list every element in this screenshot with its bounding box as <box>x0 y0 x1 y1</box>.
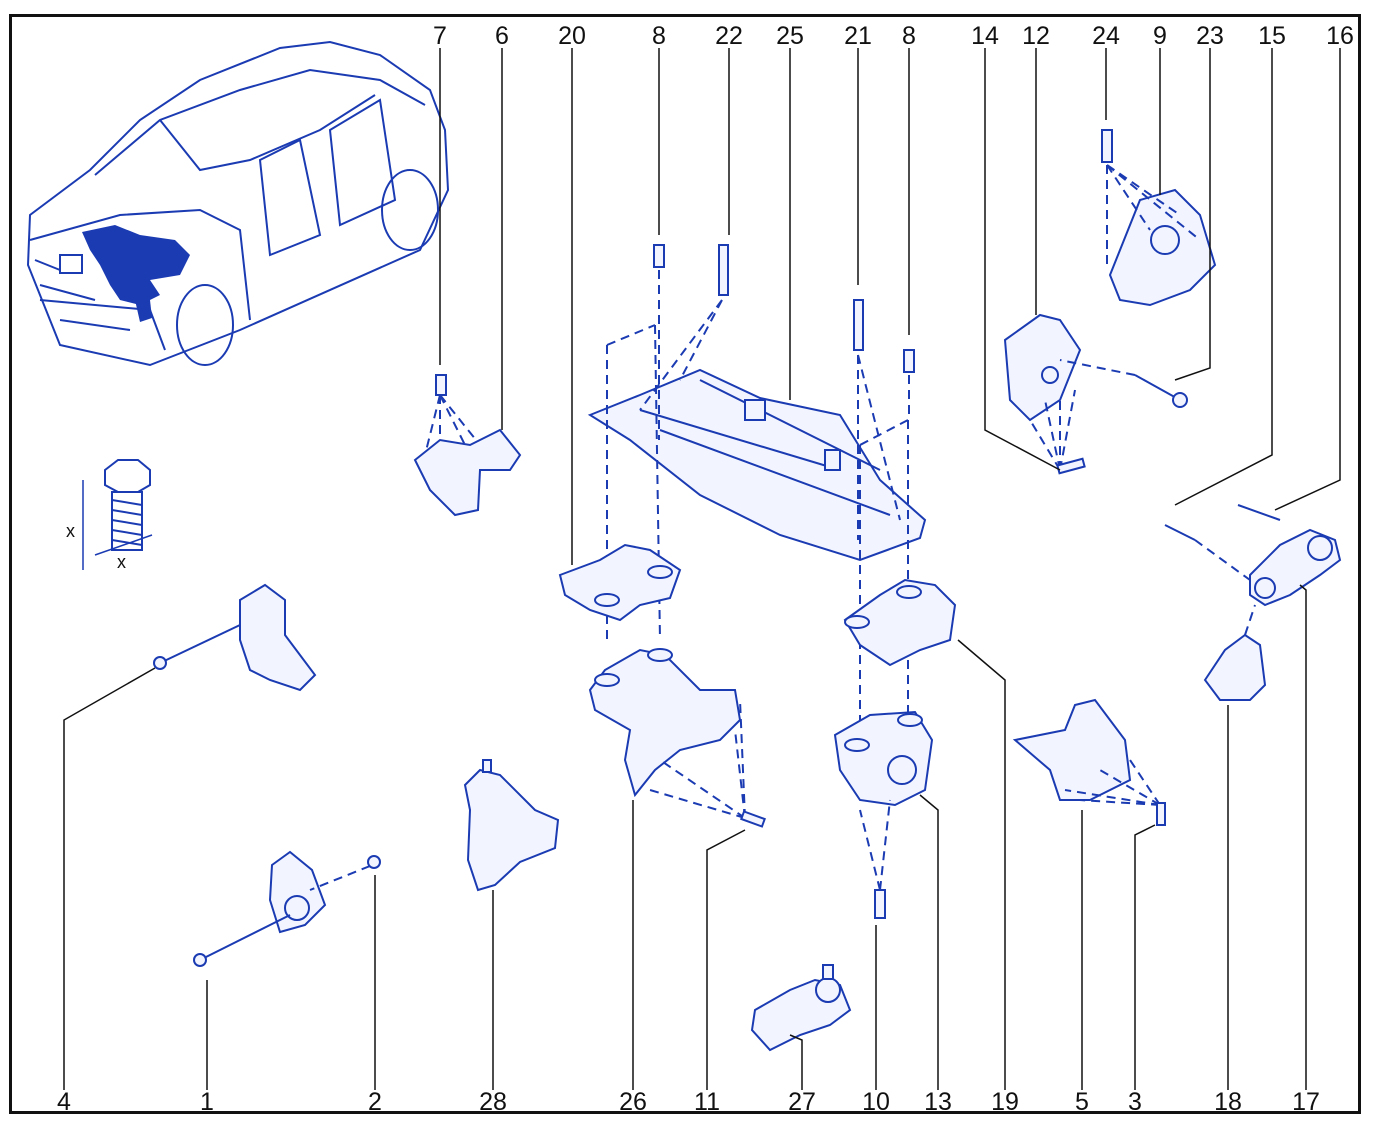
callout-12: 12 <box>1022 22 1050 50</box>
diagram-frame <box>9 14 1361 1114</box>
callout-22: 22 <box>715 22 743 50</box>
callout-13: 13 <box>924 1088 952 1116</box>
part-5-bracket <box>1012 698 1166 826</box>
callout-14: 14 <box>971 22 999 50</box>
crossmember-bolts <box>606 244 915 740</box>
callout-8-left: 8 <box>652 22 666 50</box>
dimension-label-x-vertical: x <box>66 521 75 541</box>
callout-2: 2 <box>368 1088 382 1116</box>
callout-15: 15 <box>1258 22 1286 50</box>
part-20-mount <box>558 543 682 622</box>
callout-23: 23 <box>1196 22 1224 50</box>
part-26-bracket <box>588 648 766 828</box>
engine-mount-assembly-highlight <box>82 225 190 305</box>
callout-3: 3 <box>1128 1088 1142 1116</box>
part-17-torque-rod <box>1164 504 1342 607</box>
part-28-bracket <box>463 759 560 892</box>
callout-10: 10 <box>862 1088 890 1116</box>
dimension-label-x-horizontal: x <box>117 552 126 572</box>
callout-24: 24 <box>1092 22 1120 50</box>
part-25-crossmember <box>587 368 927 562</box>
part-27-mount <box>750 964 852 1052</box>
part-4-bracket <box>153 583 317 692</box>
callout-6: 6 <box>495 22 509 50</box>
callout-17: 17 <box>1292 1088 1320 1116</box>
callout-27: 27 <box>788 1088 816 1116</box>
callout-19: 19 <box>991 1088 1019 1116</box>
part-6-7-bracket <box>413 374 522 517</box>
part-19-mount <box>843 578 957 667</box>
callout-11: 11 <box>694 1088 720 1116</box>
callout-1: 1 <box>200 1088 214 1116</box>
bolt-length-dimension-sketch: x x <box>66 459 153 572</box>
callout-28: 28 <box>479 1088 507 1116</box>
callout-9: 9 <box>1153 22 1167 50</box>
callout-leader-lines <box>63 48 1341 1090</box>
callout-5: 5 <box>1075 1088 1089 1116</box>
callout-8-right: 8 <box>902 22 916 50</box>
callout-16: 16 <box>1326 22 1354 50</box>
callout-21: 21 <box>844 22 872 50</box>
callout-7: 7 <box>433 22 447 50</box>
callout-20: 20 <box>558 22 586 50</box>
part-13-mount <box>833 710 934 919</box>
callout-numbers: 7 6 20 8 22 25 21 8 14 12 24 9 23 15 16 … <box>57 22 1354 1116</box>
callout-25: 25 <box>776 22 804 50</box>
part-1-2-mount <box>193 850 381 967</box>
callout-4: 4 <box>57 1088 71 1116</box>
part-18-bracket <box>1203 604 1267 701</box>
part-12-9-brackets <box>1003 129 1217 475</box>
callout-26: 26 <box>619 1088 647 1116</box>
vehicle-locator-illustration <box>26 40 450 367</box>
callout-18: 18 <box>1214 1088 1242 1116</box>
